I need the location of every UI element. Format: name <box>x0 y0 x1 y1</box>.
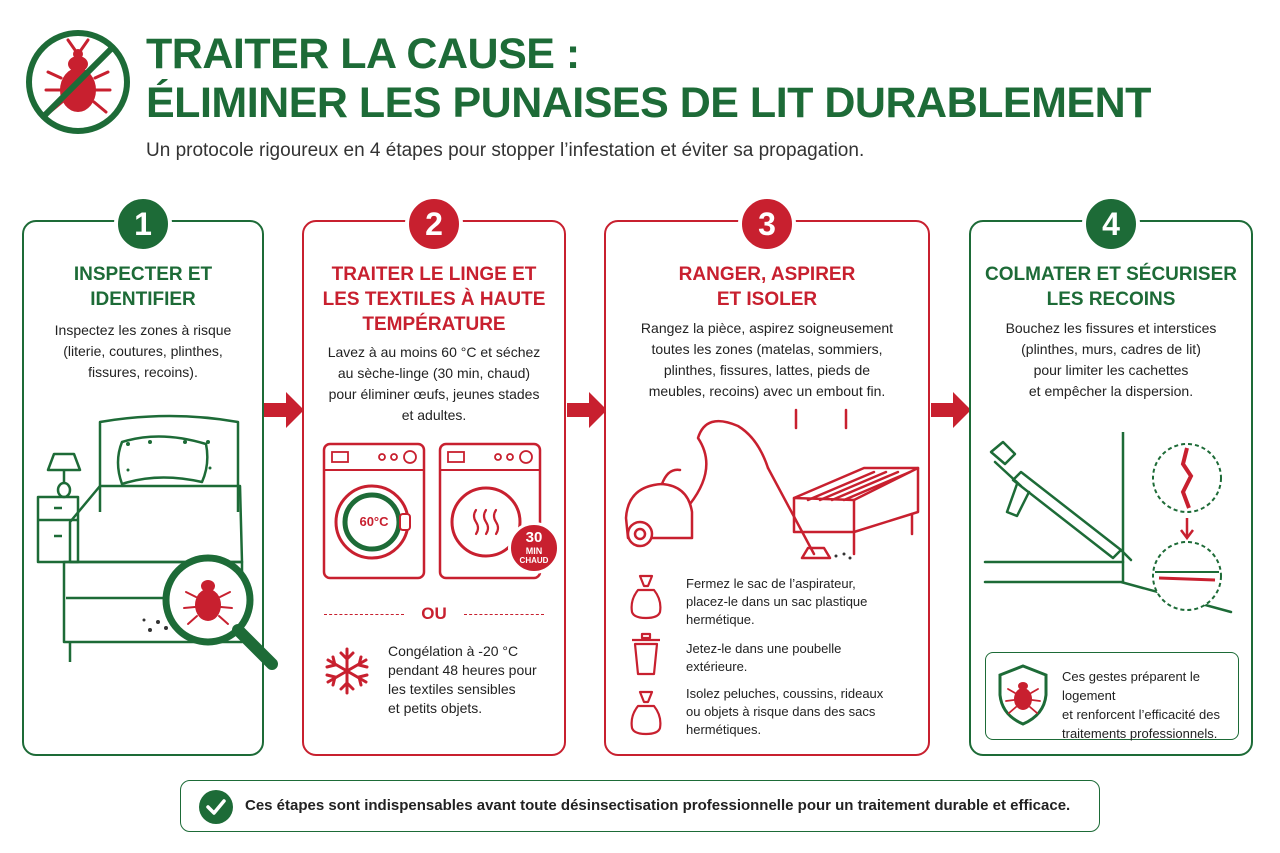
freeze-line: pendant 48 heures pour <box>388 662 537 678</box>
note-box: Ces gestes préparent le logement et renf… <box>985 652 1239 743</box>
tip-line: Fermez le sac de l’aspirateur, <box>686 576 856 591</box>
step-title: INSPECTER ET IDENTIFIER <box>24 262 262 312</box>
page-title: TRAITER LA CAUSE : ÉLIMINER LES PUNAISES… <box>146 30 1151 128</box>
step-title: TRAITER LE LINGE ET LES TEXTILES À HAUTE… <box>304 262 564 337</box>
footer-banner: Ces étapes sont indispensables avant tou… <box>180 780 1100 832</box>
freeze-description: Congélation à -20 °C pendant 48 heures p… <box>388 642 537 718</box>
desc-line: Inspectez les zones à risque <box>54 322 232 338</box>
step-title-line: TEMPÉRATURE <box>362 314 506 335</box>
step-description: Lavez à au moins 60 °C et séchez au sèch… <box>318 342 550 426</box>
bag-icon <box>630 574 662 620</box>
step-card-1: 1 INSPECTER ET IDENTIFIER Inspectez les … <box>22 195 278 756</box>
tip-line: placez-le dans un sac plastique <box>686 594 868 609</box>
desc-line: meubles, recoins) avec un embout fin. <box>648 383 886 399</box>
note-line: et renforcent l’efficacité des <box>1062 707 1221 722</box>
step-card-2: 2 TRAITER LE LINGE ET LES TEXTILES À HAU… <box>302 195 566 756</box>
desc-line: au sèche-linge (30 min, chaud) <box>337 365 531 381</box>
step-title: COLMATER ET SÉCURISER LES RECOINS <box>971 262 1251 312</box>
step-title-line: ET ISOLER <box>716 289 818 310</box>
title-line-1: TRAITER LA CAUSE : <box>146 30 580 78</box>
step-number-badge: 2 <box>405 195 463 253</box>
tip-line: ou objets à risque dans des sacs <box>686 704 876 719</box>
tip-item: Fermez le sac de l’aspirateur, placez-le… <box>686 575 867 629</box>
or-label: OU <box>421 604 447 623</box>
tip-item: Jetez-le dans une poubelle extérieure. <box>686 640 841 676</box>
desc-line: et adultes. <box>401 407 467 423</box>
step-description: Bouchez les fissures et interstices (pli… <box>985 318 1237 402</box>
desc-line: pour éliminer œufs, jeunes stades <box>328 386 540 402</box>
step-number-badge: 3 <box>738 195 796 253</box>
or-separator: OU <box>324 604 544 624</box>
bed-magnifier-icon <box>36 414 278 670</box>
desc-line: pour limiter les cachettes <box>1033 362 1189 378</box>
step-title-line: TRAITER LE LINGE ET <box>331 264 537 285</box>
tip-line: Jetez-le dans une poubelle <box>686 641 842 656</box>
shield-bedbug-icon <box>998 664 1048 726</box>
step-title: RANGER, ASPIRER ET ISOLER <box>606 262 928 312</box>
note-line: traitements professionnels. <box>1062 726 1218 741</box>
note-line: Ces gestes préparent le logement <box>1062 669 1201 703</box>
step-card-3: 3 RANGER, ASPIRER ET ISOLER Rangez la pi… <box>604 195 930 756</box>
trash-bin-icon <box>632 632 660 676</box>
step-number-badge: 1 <box>114 195 172 253</box>
tip-line: extérieure. <box>686 659 748 674</box>
tip-line: Isolez peluches, coussins, rideaux <box>686 686 884 701</box>
vacuum-bed-frame-icon <box>624 408 920 560</box>
washing-machine-icon <box>322 442 426 580</box>
badge-line: CHAUD <box>519 556 549 565</box>
desc-line: plinthes, fissures, lattes, pieds de <box>663 362 871 378</box>
desc-line: Rangez la pièce, aspirez soigneusement <box>640 320 894 336</box>
title-line-2: ÉLIMINER LES PUNAISES DE LIT DURABLEMENT <box>146 79 1151 127</box>
step-title-line: LES TEXTILES À HAUTE <box>322 289 546 310</box>
arrow-right-icon <box>567 392 607 428</box>
note-text: Ces gestes préparent le logement et renf… <box>1062 667 1238 743</box>
tip-line: hermétique. <box>686 612 755 627</box>
step-card-4: 4 COLMATER ET SÉCURISER LES RECOINS Bouc… <box>969 195 1253 756</box>
step-description: Rangez la pièce, aspirez soigneusement t… <box>620 318 914 402</box>
dryer-icon <box>438 442 542 580</box>
step-title-line: COLMATER ET SÉCURISER <box>985 264 1237 285</box>
bag-icon <box>630 690 662 736</box>
caulk-gun-crack-icon <box>983 432 1233 614</box>
step-title-line: LES RECOINS <box>1046 289 1176 310</box>
freeze-line: Congélation à -20 °C <box>388 643 519 659</box>
page-subtitle: Un protocole rigoureux en 4 étapes pour … <box>146 140 865 161</box>
badge-line: 30 <box>525 529 543 546</box>
desc-line: Lavez à au moins 60 °C et séchez <box>327 344 541 360</box>
snowflake-icon <box>325 647 369 695</box>
arrow-right-icon <box>931 392 971 428</box>
step-number-badge: 4 <box>1082 195 1140 253</box>
step-title-line: IDENTIFIER <box>90 289 196 310</box>
badge-line: MIN <box>525 546 543 556</box>
dryer-time-badge: 30 MIN CHAUD <box>508 522 560 574</box>
step-description: Inspectez les zones à risque (literie, c… <box>38 320 248 383</box>
desc-line: (literie, coutures, plinthes, <box>63 343 223 359</box>
desc-line: fissures, recoins). <box>88 364 198 380</box>
freeze-line: et petits objets. <box>388 700 483 716</box>
check-icon <box>199 790 233 824</box>
freeze-line: les textiles sensibles <box>388 681 516 697</box>
step-title-line: INSPECTER ET <box>73 264 213 285</box>
no-bedbug-icon <box>26 30 130 134</box>
step-title-line: RANGER, ASPIRER <box>678 264 856 285</box>
desc-line: (plinthes, murs, cadres de lit) <box>1021 341 1201 357</box>
desc-line: et empêcher la dispersion. <box>1028 383 1194 399</box>
desc-line: toutes les zones (matelas, sommiers, <box>651 341 883 357</box>
tip-line: hermétiques. <box>686 722 762 737</box>
footer-text: Ces étapes sont indispensables avant tou… <box>245 797 1071 814</box>
desc-line: Bouchez les fissures et interstices <box>1005 320 1217 336</box>
washer-temp-label: 60°C <box>359 514 389 529</box>
arrow-right-icon <box>264 392 304 428</box>
tip-item: Isolez peluches, coussins, rideaux ou ob… <box>686 685 883 739</box>
